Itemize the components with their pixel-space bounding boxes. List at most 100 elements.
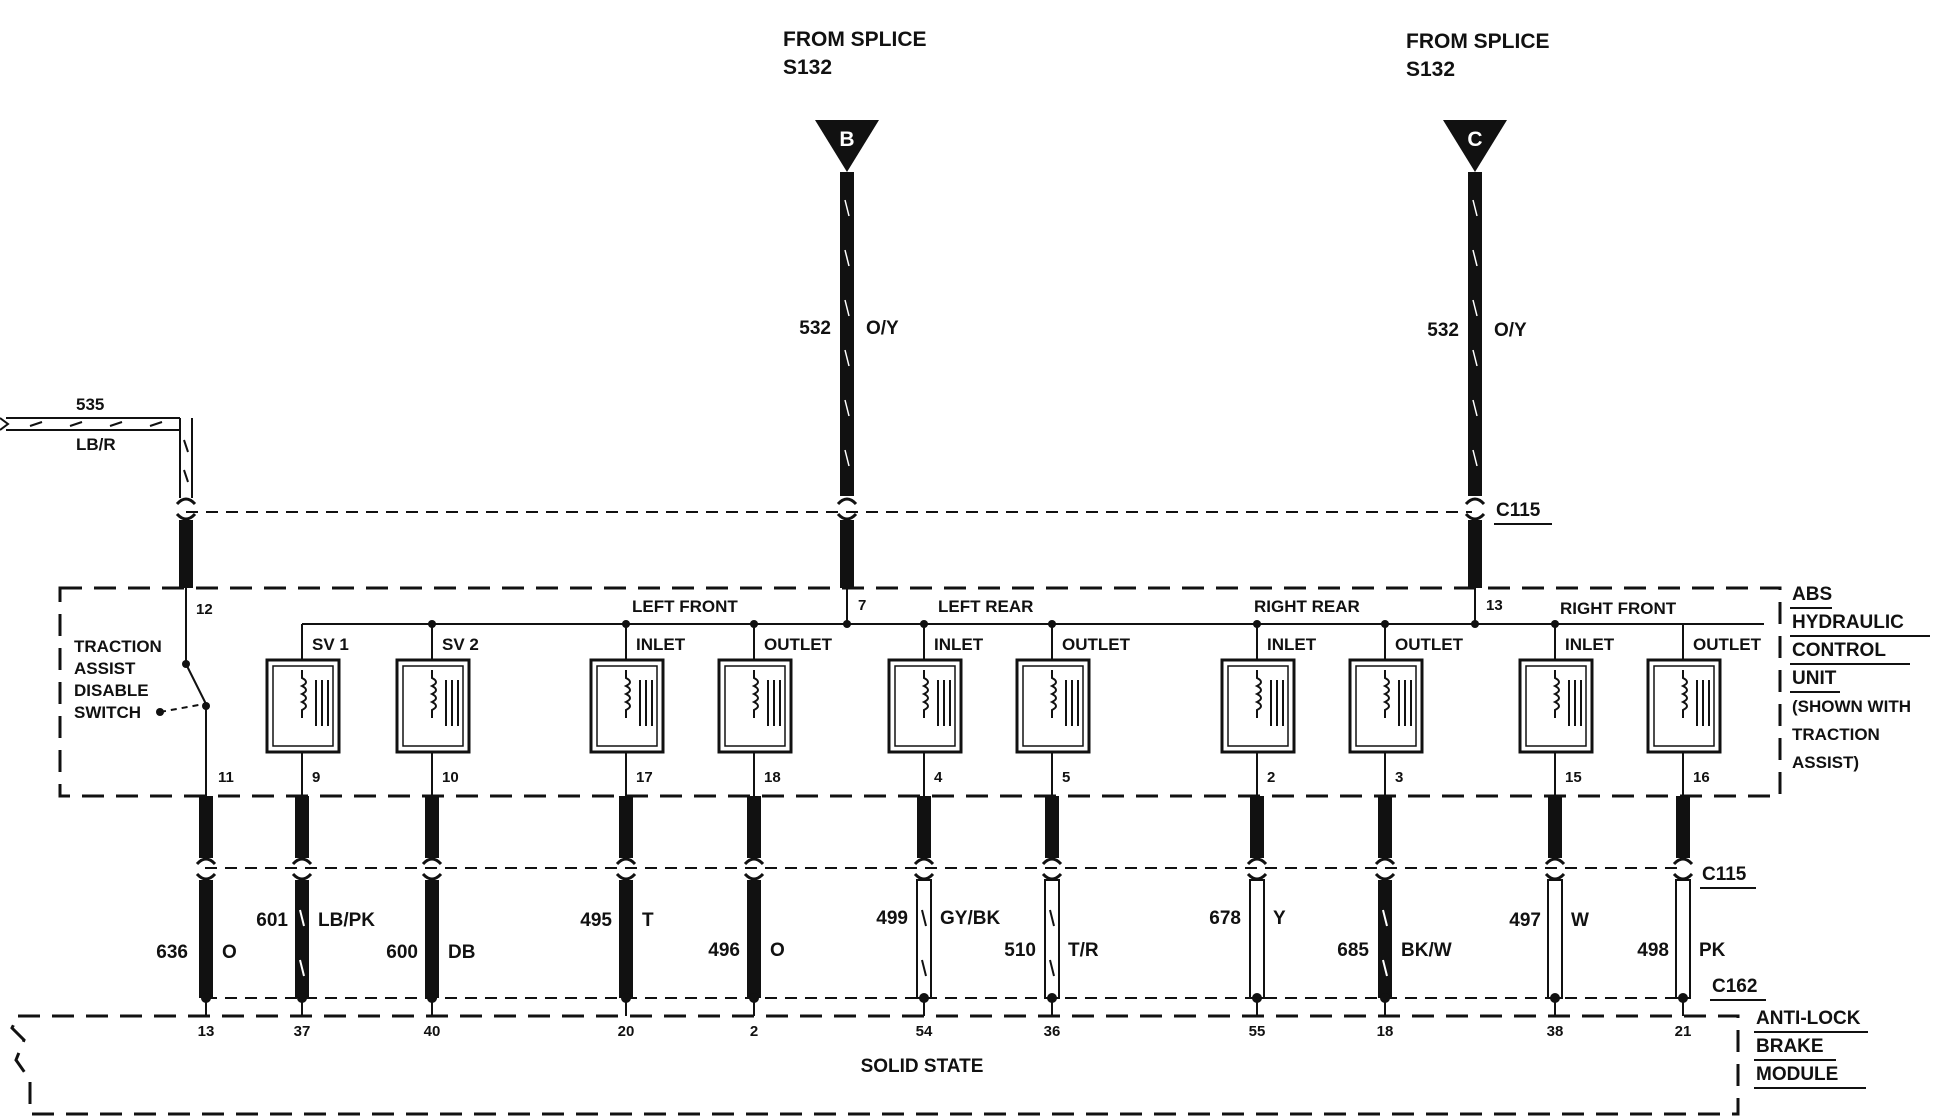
connector-c115-lower-label: C115	[1702, 864, 1747, 885]
hcu-pin: 18	[764, 769, 781, 786]
splice-c: FROM SPLICE S132 C 532 O/Y 13	[1406, 30, 1550, 614]
hcu-label-line-4: UNIT	[1792, 668, 1837, 689]
hcu-pin: 9	[312, 769, 320, 786]
hcu-pin: 10	[442, 769, 459, 786]
wire-535-circuit: 535	[76, 395, 104, 414]
module-pin: 37	[294, 1023, 311, 1040]
valve-label: INLET	[1565, 635, 1615, 654]
splice-b-id: S132	[783, 56, 832, 79]
coil-icon	[1382, 670, 1390, 718]
module-label-line-2: BRAKE	[1756, 1036, 1824, 1057]
hcu-pin: 2	[1267, 769, 1275, 786]
wire-498: 498 PK 21	[1637, 796, 1726, 1040]
module-pin: 36	[1044, 1023, 1061, 1040]
hcu-pin-12: 12	[196, 601, 213, 618]
group-left-front: LEFT FRONT	[632, 597, 738, 616]
wire-601: 601 LB/PK 37	[256, 796, 375, 1040]
wire-color: LB/PK	[318, 910, 375, 931]
hcu-pin-7: 7	[858, 597, 866, 614]
module-label-line-1: ANTI-LOCK	[1756, 1008, 1861, 1029]
group-right-rear: RIGHT REAR	[1254, 597, 1360, 616]
wire-circuit: 601	[256, 910, 288, 931]
hcu-pin-13: 13	[1486, 597, 1503, 614]
module-label-line-3: MODULE	[1756, 1064, 1838, 1085]
coil-icon	[1552, 670, 1560, 718]
valve-1: SV 19	[265, 624, 349, 796]
connector-c-letter: C	[1467, 128, 1482, 151]
switch-label-line-3: DISABLE	[74, 681, 149, 700]
connector-b-triangle	[815, 120, 879, 172]
coil-icon	[299, 670, 307, 718]
coil-icon	[623, 670, 631, 718]
coil-icon	[751, 670, 759, 718]
splice-c-heading: FROM SPLICE	[1406, 30, 1550, 53]
valve-2: SV 210	[395, 624, 479, 796]
module-pin: 20	[618, 1023, 635, 1040]
valve-label: INLET	[1267, 635, 1317, 654]
coil-icon	[429, 670, 437, 718]
module-pin: 21	[1675, 1023, 1692, 1040]
wire-circuit: 678	[1209, 908, 1241, 929]
wire-circuit: 600	[386, 942, 418, 963]
valve-label: OUTLET	[1062, 635, 1131, 654]
switch-label-line-2: ASSIST	[74, 659, 136, 678]
splice-b-heading: FROM SPLICE	[783, 28, 927, 51]
wire-circuit: 496	[708, 940, 740, 961]
connector-c162-label: C162	[1712, 976, 1757, 997]
group-left-rear: LEFT REAR	[938, 597, 1033, 616]
wire-532-c-circuit: 532	[1427, 320, 1459, 341]
hcu-label: ABS HYDRAULIC CONTROL UNIT (SHOWN WITH T…	[1790, 584, 1930, 772]
valve-7: INLET 2	[1220, 624, 1317, 796]
wire-circuit: 498	[1637, 940, 1669, 961]
wire-color: PK	[1699, 940, 1726, 961]
connector-c115-upper-label: C115	[1496, 500, 1541, 521]
hcu-label-line-2: HYDRAULIC	[1792, 612, 1904, 633]
wire-color: O	[222, 942, 237, 963]
module-pin: 40	[424, 1023, 441, 1040]
wire-color: GY/BK	[940, 908, 1000, 929]
coil-icon	[1254, 670, 1262, 718]
hcu-pin: 5	[1062, 769, 1070, 786]
valve-label: OUTLET	[764, 635, 833, 654]
valve-label: INLET	[934, 635, 984, 654]
hcu-box	[58, 586, 1782, 798]
coil-icon	[1049, 670, 1057, 718]
splice-b: FROM SPLICE S132 B 532 O/Y 7	[783, 28, 927, 614]
splice-c-id: S132	[1406, 58, 1455, 81]
group-right-front: RIGHT FRONT	[1560, 599, 1677, 618]
wire-circuit: 636	[156, 942, 188, 963]
module-pin: 55	[1249, 1023, 1266, 1040]
hcu-label-line-7: ASSIST)	[1792, 753, 1859, 772]
module-pin: 18	[1377, 1023, 1394, 1040]
wire-535-color: LB/R	[76, 435, 116, 454]
hcu-label-line-1: ABS	[1792, 584, 1832, 605]
module-pin: 13	[198, 1023, 215, 1040]
wire-636: 636 O 13	[156, 796, 237, 1040]
wire-532-b	[840, 172, 854, 496]
wire-circuit: 499	[876, 908, 908, 929]
coil-icon	[1680, 670, 1688, 718]
wire-circuit: 497	[1509, 910, 1541, 931]
wire-color: W	[1571, 910, 1589, 931]
wire-532-c	[1468, 172, 1482, 496]
valve-label: OUTLET	[1395, 635, 1464, 654]
switch-label-line-1: TRACTION	[74, 637, 162, 656]
wire-color: BK/W	[1401, 940, 1452, 961]
wire-532-b-color: O/Y	[866, 318, 899, 339]
hcu-pin: 16	[1693, 769, 1710, 786]
